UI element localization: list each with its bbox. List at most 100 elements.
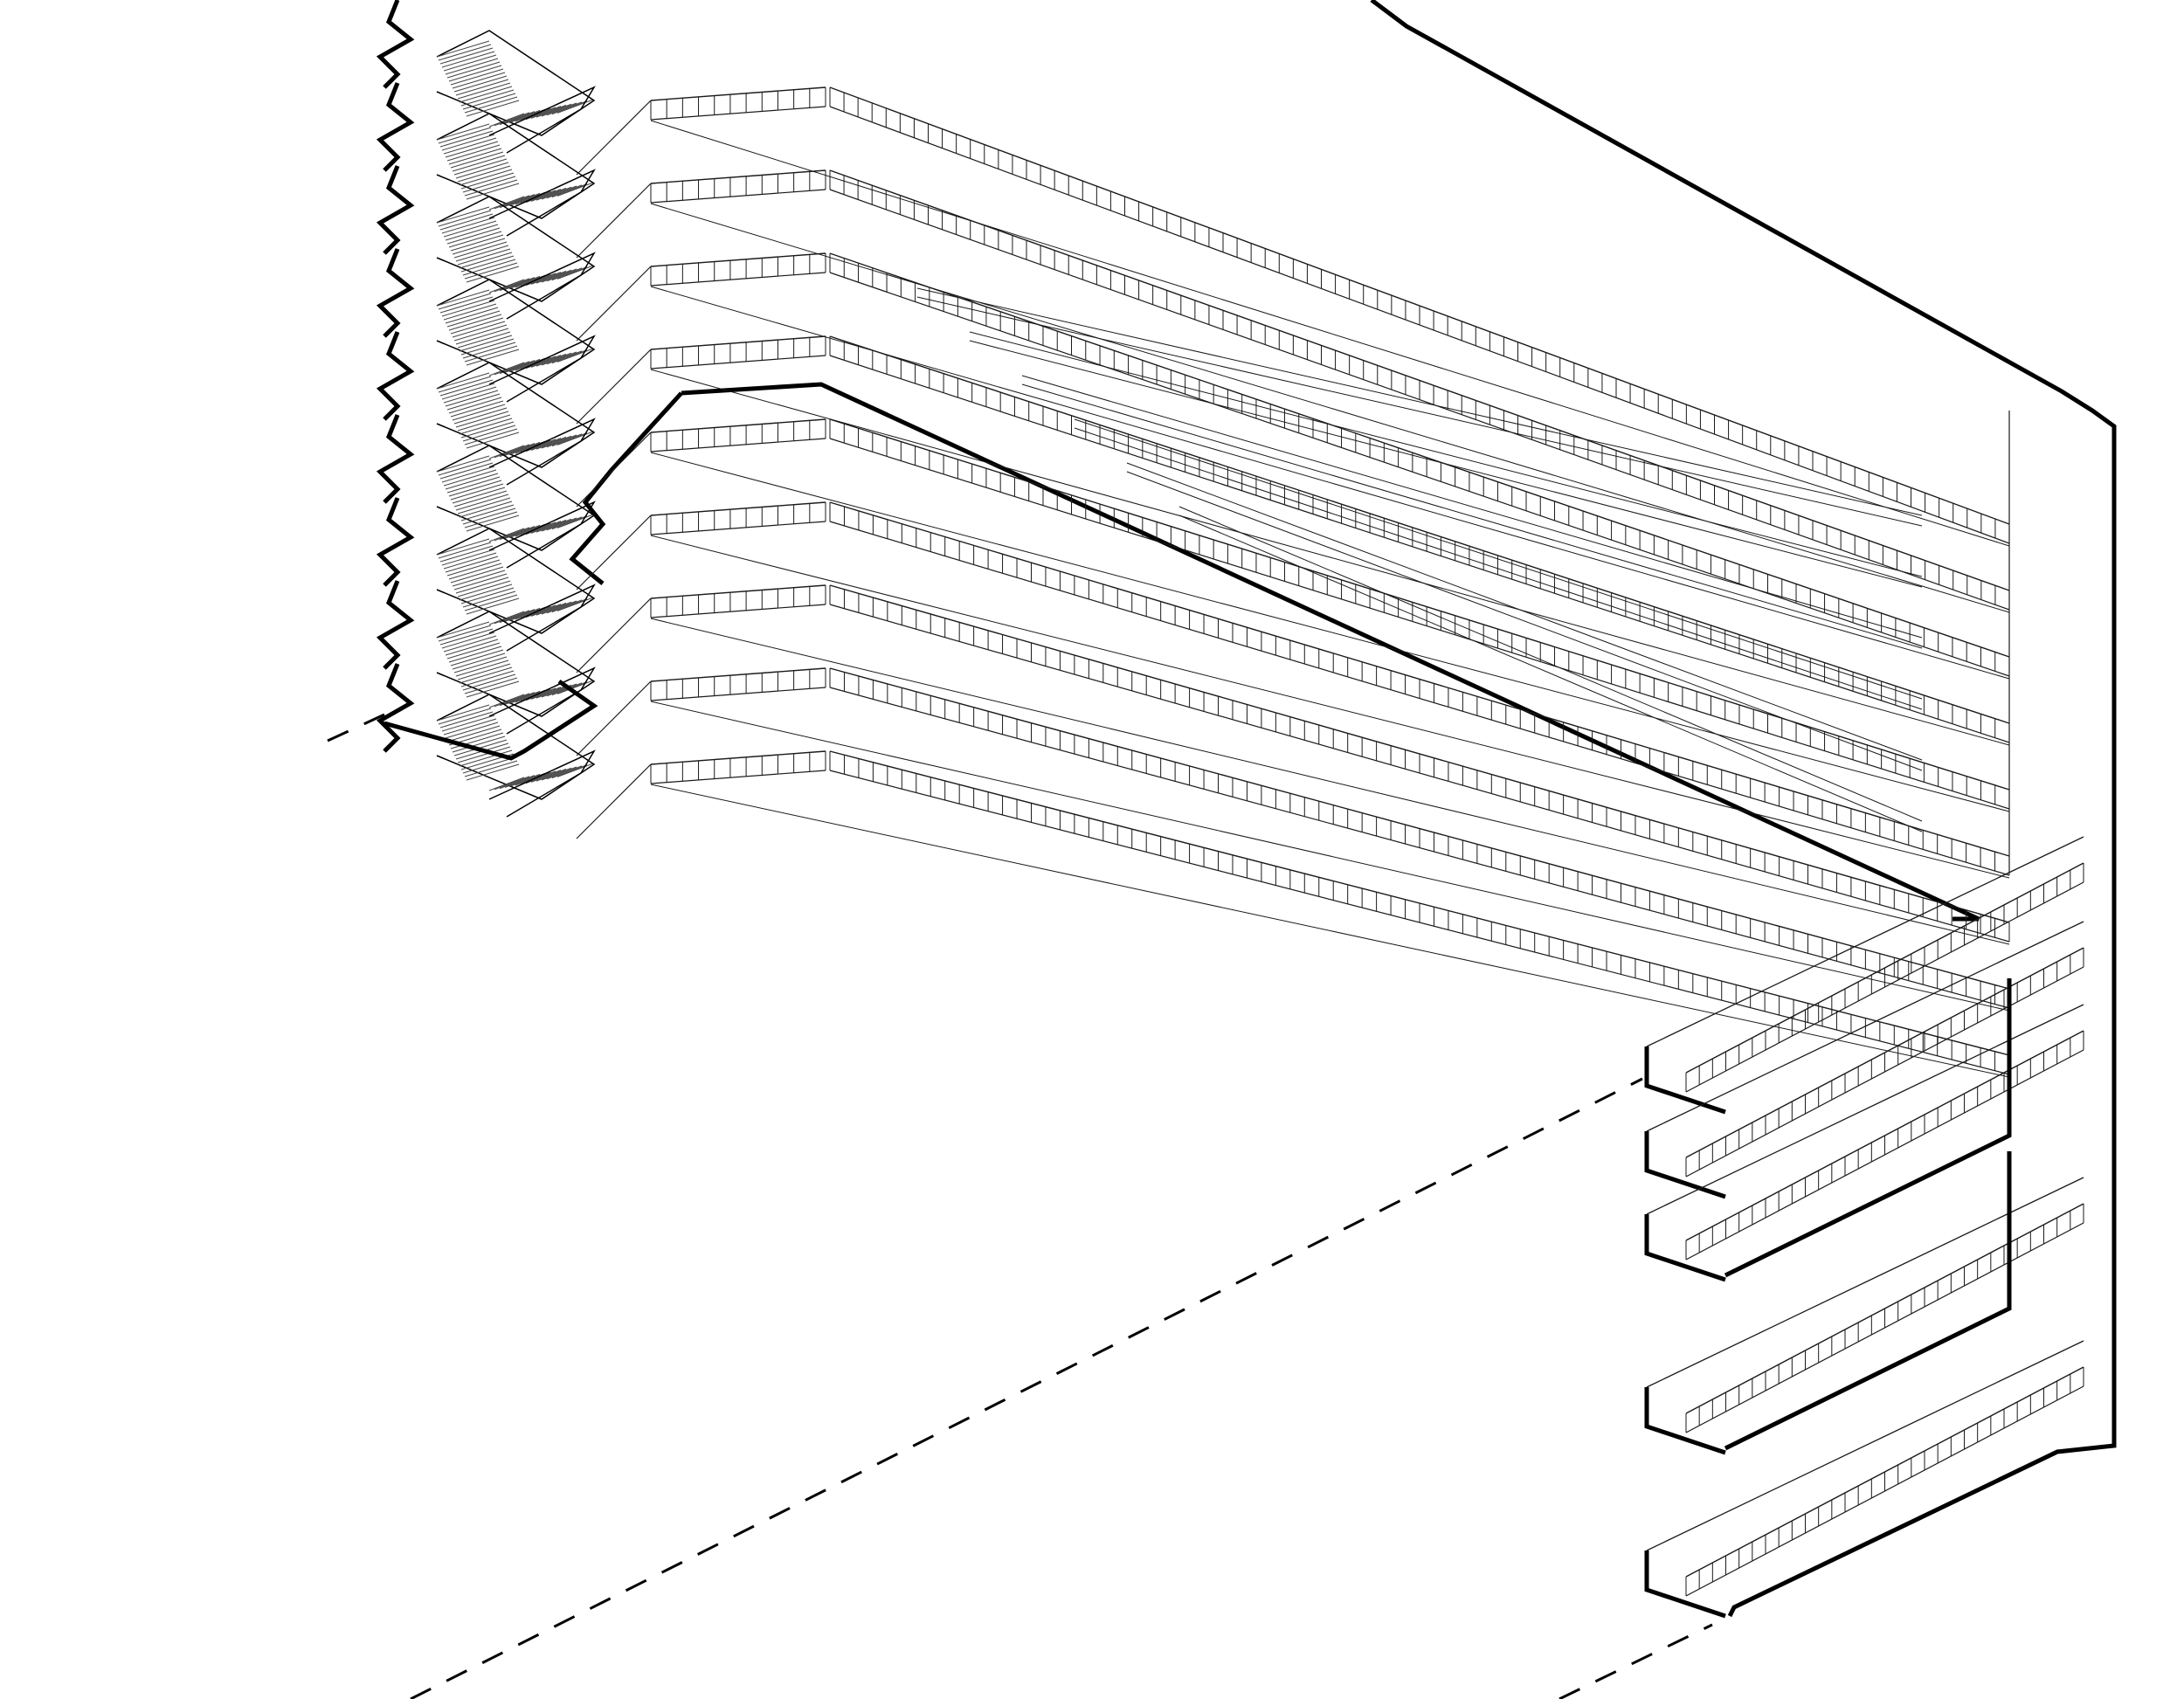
stair-tread	[504, 524, 541, 539]
stair-tread	[504, 192, 541, 207]
stair-flight	[376, 663, 596, 818]
ramp-strip-edge	[916, 296, 1923, 527]
stair-tread	[460, 421, 515, 439]
railing-top-line	[829, 418, 2010, 791]
stair-tread	[530, 353, 567, 368]
slab-return-wall	[1724, 978, 2012, 1278]
stair-tread	[551, 349, 588, 364]
stair-tread	[459, 501, 513, 518]
stair-tread	[466, 183, 520, 200]
railing-top-line	[650, 584, 826, 599]
stair-tread	[441, 383, 495, 400]
slab-railing	[1685, 862, 2084, 1093]
stair-tread	[541, 683, 577, 698]
ramp-side-railing	[829, 418, 2010, 810]
ramp-edge-connector	[576, 515, 652, 591]
slab-railing	[1685, 947, 2084, 1178]
stair-tread	[546, 350, 583, 365]
ramp-side-railing	[829, 86, 2010, 544]
stair-return-edge	[488, 418, 596, 486]
stair-tread	[439, 213, 494, 231]
ramp-slab-edge	[650, 452, 2010, 812]
stair-tread	[443, 54, 497, 72]
stair-tread	[530, 602, 567, 617]
ramp-slab-edge	[650, 535, 2010, 879]
stair-tread	[462, 93, 516, 110]
stair-tread	[459, 584, 513, 601]
railing-bottom-line	[650, 189, 826, 204]
dashed-line-lower-right	[1559, 1623, 1713, 1699]
stair-tread	[438, 293, 492, 310]
stair-tread	[462, 508, 516, 525]
stair-tread	[509, 357, 546, 372]
stair-tread	[436, 704, 490, 722]
stair-tread	[525, 521, 562, 535]
ramp-edge-connector	[576, 266, 652, 342]
slab-section-cut	[1644, 1551, 1726, 1619]
stair-tread	[494, 195, 530, 210]
stair-tread	[525, 106, 562, 121]
stair-tread	[488, 611, 525, 625]
stair-tread	[441, 632, 495, 649]
stair-tread	[441, 217, 495, 234]
stair-tread	[448, 397, 502, 414]
stair-tread	[455, 660, 509, 677]
stair-flight	[376, 248, 596, 403]
railing-top-line	[650, 750, 826, 765]
ramp-front-railing	[650, 418, 826, 452]
railing-top-line	[650, 418, 826, 433]
stair-tread	[556, 680, 593, 694]
stair-tread	[466, 100, 520, 117]
stair-tread	[459, 666, 513, 684]
stair-tread	[541, 434, 577, 449]
stair-tread	[556, 597, 593, 611]
stair-tread	[457, 580, 511, 597]
stair-tread	[457, 746, 511, 763]
stair-tread	[448, 65, 502, 82]
stair-tread	[504, 773, 541, 788]
stair-tread	[504, 275, 541, 290]
stair-tread	[445, 473, 499, 490]
stair-tread	[509, 689, 546, 704]
stair-tread	[536, 435, 572, 450]
stair-tread	[460, 255, 515, 273]
stair-tread	[459, 86, 513, 103]
stair-tread	[525, 687, 562, 701]
stair-tread	[446, 393, 501, 411]
stair-tread	[443, 718, 497, 736]
railing-top-line	[650, 501, 826, 516]
stair-tread	[453, 407, 508, 425]
ramp-edge-connector	[576, 680, 652, 756]
railing-top-line	[829, 252, 2010, 658]
stair-tread	[509, 440, 546, 455]
cantilever-slab	[1644, 978, 2084, 1282]
stair-tread	[466, 349, 520, 366]
stair-tread	[536, 103, 572, 118]
stair-flight	[376, 82, 596, 237]
ramp-strip-edge	[1021, 383, 1923, 649]
stair-tread	[525, 438, 562, 452]
stair-tread	[446, 725, 501, 742]
stair-flight	[376, 0, 596, 154]
stair-tread	[439, 711, 494, 729]
stair-return-edge	[488, 749, 596, 818]
stair-tread	[546, 267, 583, 282]
stair-tread	[541, 766, 577, 781]
stair-tread	[509, 191, 546, 206]
ramp-level	[576, 252, 2010, 680]
cantilever-slab	[1644, 836, 2084, 1115]
stair-tread	[436, 455, 490, 473]
stair-tread	[457, 248, 511, 266]
stair-tread	[445, 556, 499, 573]
stair-tread	[556, 182, 593, 197]
stair-tread	[441, 549, 495, 566]
railing-top-line	[650, 335, 826, 350]
stair-tread	[494, 278, 530, 293]
stair-tread	[466, 515, 520, 532]
stair-tread	[446, 642, 501, 660]
stair-tread	[439, 545, 494, 563]
stair-tread	[541, 517, 577, 532]
ramp-side-railing	[829, 501, 2010, 876]
stair-tread	[438, 708, 492, 725]
stair-tread	[443, 635, 497, 653]
